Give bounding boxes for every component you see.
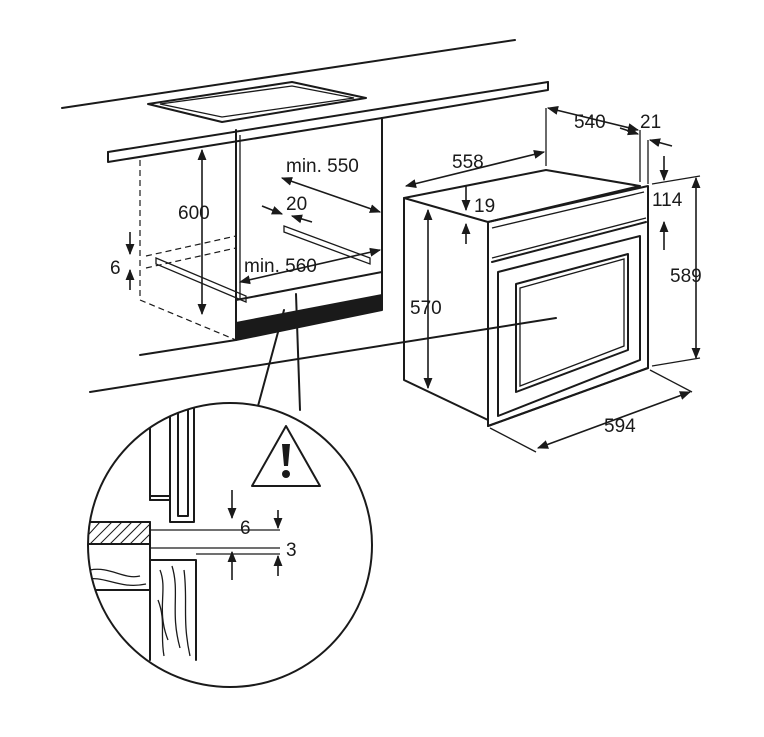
dim-cab-width: min. 560	[244, 256, 317, 277]
dim-oven-front-height: 589	[670, 266, 702, 287]
dim-detail-gap-3: 3	[286, 540, 297, 561]
oven	[403, 169, 649, 427]
cabinet-dimensions: 600 min. 550 20 min. 560 6	[110, 148, 382, 316]
dim-oven-body-height: 570	[410, 298, 442, 319]
dim-detail-gap-6: 6	[240, 518, 251, 539]
dim-cab-gap: 20	[286, 194, 307, 215]
worktop	[61, 39, 549, 163]
dim-cab-depth: min. 550	[286, 156, 359, 177]
floor-lines	[89, 317, 557, 393]
dim-oven-top-offset: 19	[474, 196, 495, 217]
dim-oven-front: 21	[640, 112, 661, 133]
dim-cab-height: 600	[178, 203, 210, 224]
detail-callout	[257, 293, 301, 411]
oven-dimensions: 540 21 558 19 114 570 589 594	[404, 106, 702, 453]
detail-circle: 6 3	[87, 402, 373, 688]
warning-triangle-icon	[251, 425, 321, 487]
dim-oven-panel: 114	[652, 190, 683, 211]
dim-oven-width: 594	[604, 416, 636, 437]
dim-oven-depth-body: 558	[452, 152, 484, 173]
wood-grain	[88, 565, 191, 657]
hob-cutout	[147, 81, 367, 123]
dim-oven-depth-total: 540	[574, 112, 606, 133]
dim-cab-shelf: 6	[110, 258, 121, 279]
shelf-hatching	[88, 521, 151, 545]
